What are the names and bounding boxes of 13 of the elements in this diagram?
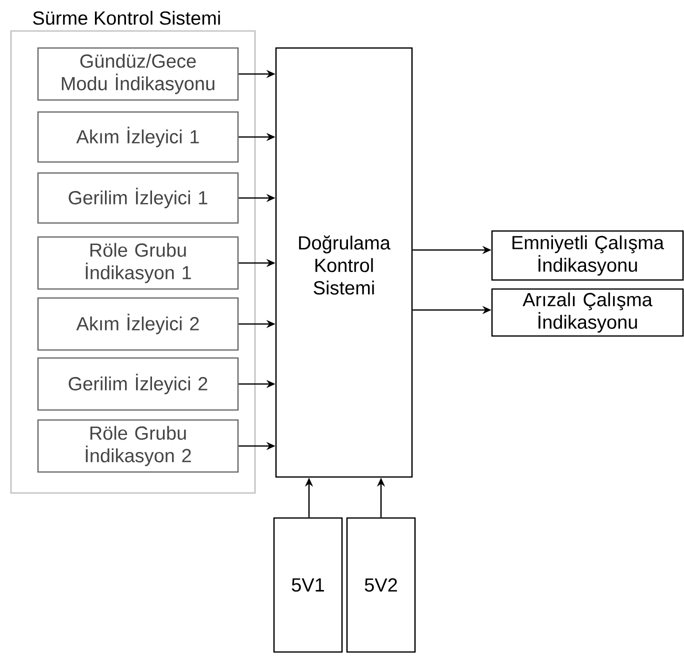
process-box: Gerilim İzleyici 2	[37, 357, 239, 411]
control-box: Doğrulama Kontrol Sistemi	[275, 47, 413, 478]
output-box: Arızalı Çalışma İndikasyonu	[491, 288, 684, 337]
process-box: Röle Grubu İndikasyon 1	[37, 236, 239, 290]
process-box: Röle Grubu İndikasyon 2	[37, 419, 239, 473]
process-box: Gerilim İzleyici 1	[37, 172, 239, 224]
node-label: Sürme Kontrol Sistemi	[33, 10, 220, 25]
output-box: Emniyetli Çalışma İndikasyonu	[491, 230, 684, 281]
power-box: 5V1	[273, 517, 343, 653]
process-box: Akım İzleyici 1	[37, 111, 239, 163]
process-box: Akım İzleyici 2	[37, 297, 239, 351]
power-box: 5V2	[346, 517, 416, 653]
process-box: Gündüz/Gece Modu İndikasyonu	[37, 47, 239, 101]
